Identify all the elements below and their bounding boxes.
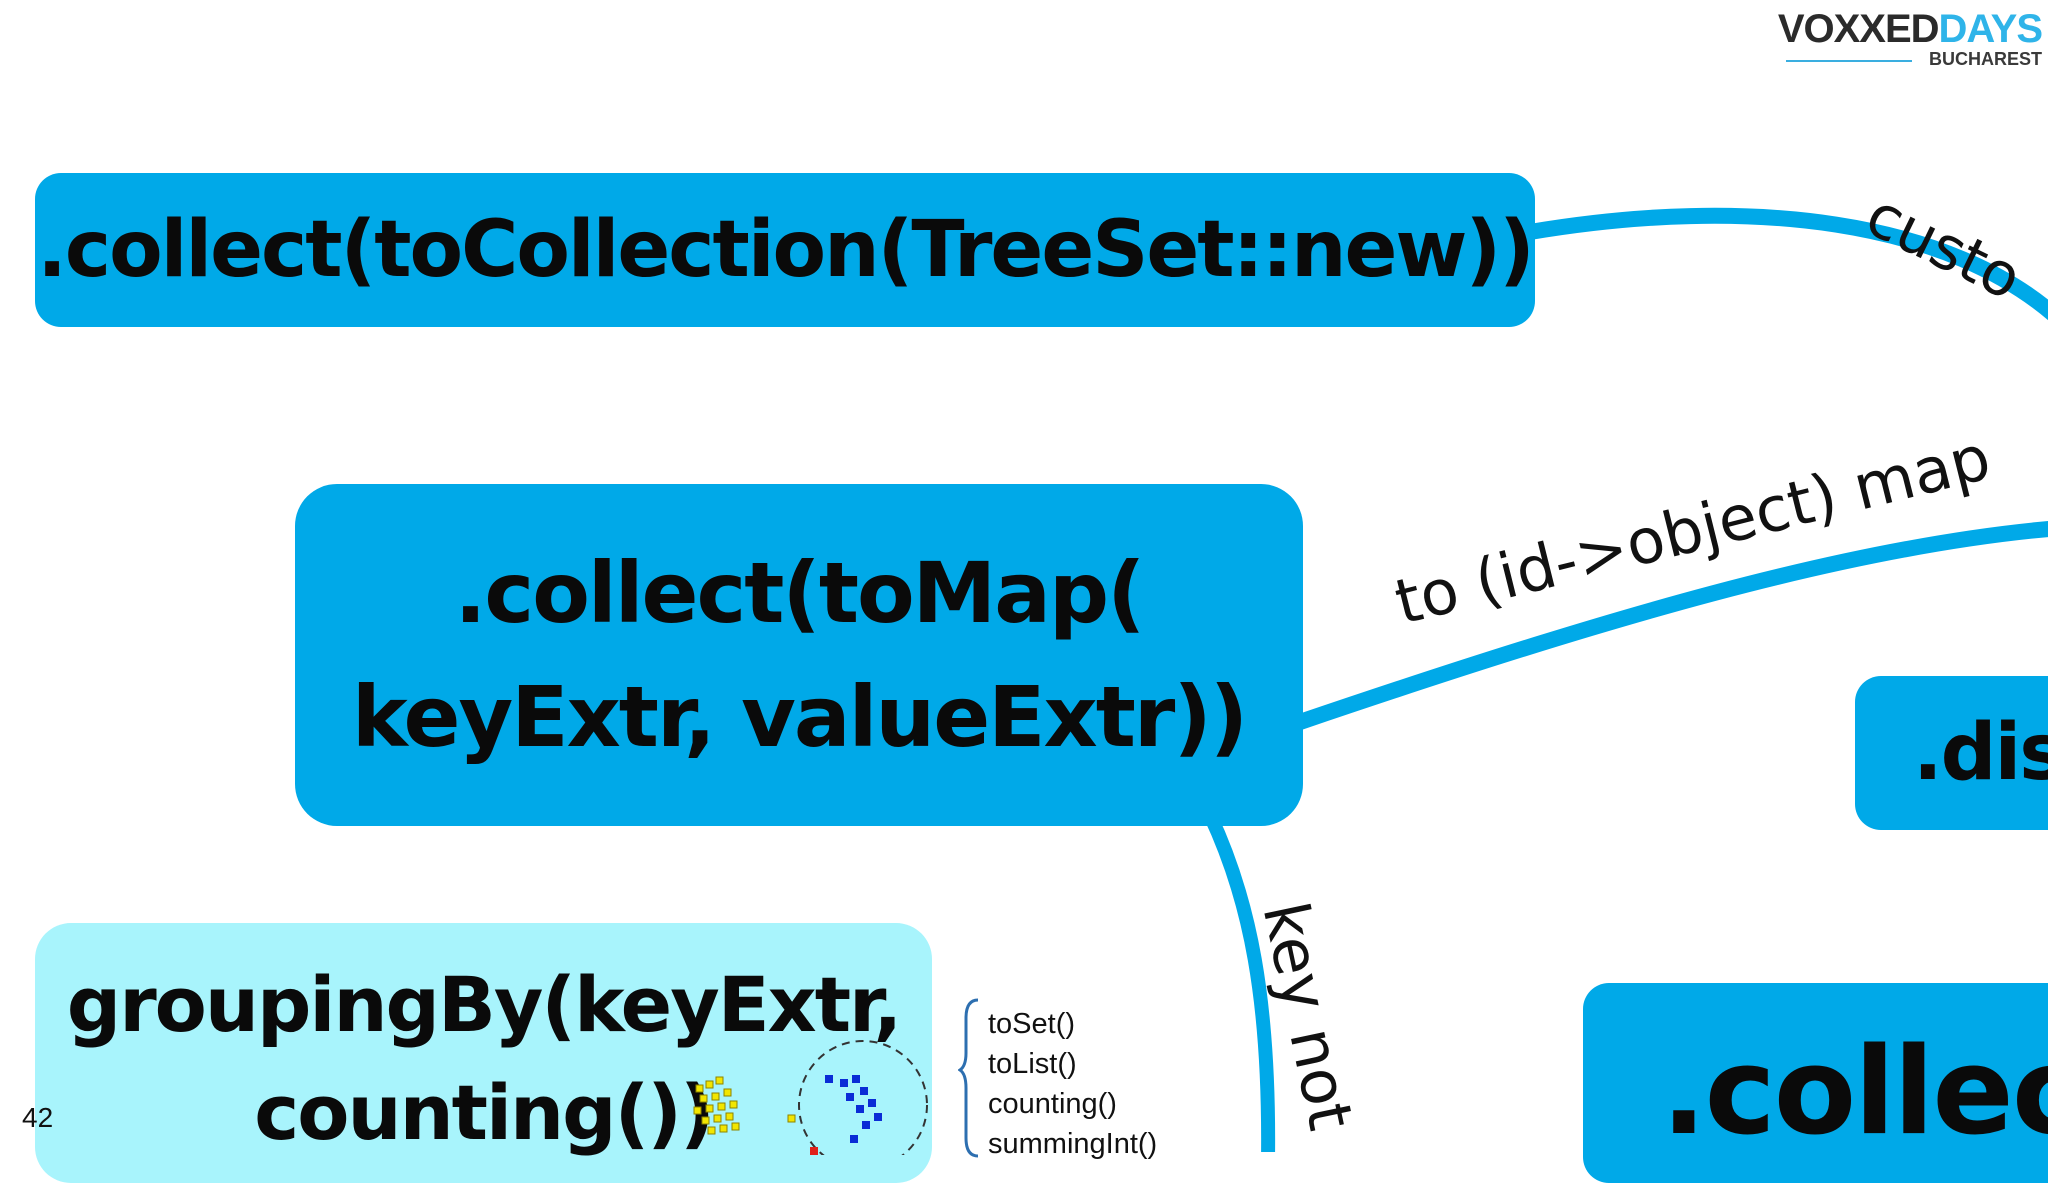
node-to-map-line2: keyExtr, valueExtr)) bbox=[351, 668, 1248, 766]
node-distinct-label: .dis bbox=[1913, 708, 2048, 798]
edge-custom bbox=[1528, 207, 2048, 321]
collector-item: toList() bbox=[988, 1048, 1077, 1080]
grouping-illustration bbox=[693, 1040, 928, 1155]
node-to-collection: .collect(toCollection(TreeSet::new)) bbox=[35, 173, 1535, 327]
node-grouping-by-line2: counting()) bbox=[254, 1068, 715, 1157]
node-to-map: .collect(toMap( keyExtr, valueExtr)) bbox=[295, 484, 1303, 826]
dashed-group-circle bbox=[798, 1040, 928, 1155]
brace-icon bbox=[958, 998, 979, 1158]
node-collect: .collect bbox=[1583, 983, 2048, 1183]
collector-item: summingInt() bbox=[988, 1128, 1158, 1160]
node-to-map-line1: .collect(toMap( bbox=[454, 544, 1146, 642]
collector-item: toSet() bbox=[988, 1008, 1076, 1040]
node-grouping-by: groupingBy(keyExtr, counting()) bbox=[35, 923, 932, 1183]
yellow-item-cluster bbox=[693, 1076, 796, 1135]
node-grouping-by-line1: groupingBy(keyExtr, bbox=[66, 960, 902, 1049]
collector-item: counting() bbox=[988, 1088, 1117, 1120]
node-distinct: .dis bbox=[1855, 676, 2048, 830]
edge-id-object-map bbox=[1297, 521, 2048, 730]
slide-page-number: 42 bbox=[22, 1102, 54, 1133]
logo-rule bbox=[1785, 60, 1912, 62]
connector-lines bbox=[1203, 207, 2048, 1152]
collector-list: toSet() toList() counting() summingInt() bbox=[988, 1004, 1157, 1164]
edge-key-not bbox=[1203, 812, 1276, 1152]
voxxed-days-logo: VOXXEDDAYS BUCHAREST bbox=[1777, 7, 2043, 69]
node-collect-label: .collect bbox=[1661, 1023, 2048, 1162]
red-item bbox=[810, 1147, 818, 1155]
node-to-collection-label: .collect(toCollection(TreeSet::new)) bbox=[37, 205, 1535, 295]
logo-text-voxxed: VOXXED bbox=[1777, 7, 1940, 51]
blue-item-cluster bbox=[825, 1075, 882, 1143]
logo-text-days: DAYS bbox=[1938, 7, 2043, 51]
logo-city: BUCHAREST bbox=[1928, 49, 2042, 69]
